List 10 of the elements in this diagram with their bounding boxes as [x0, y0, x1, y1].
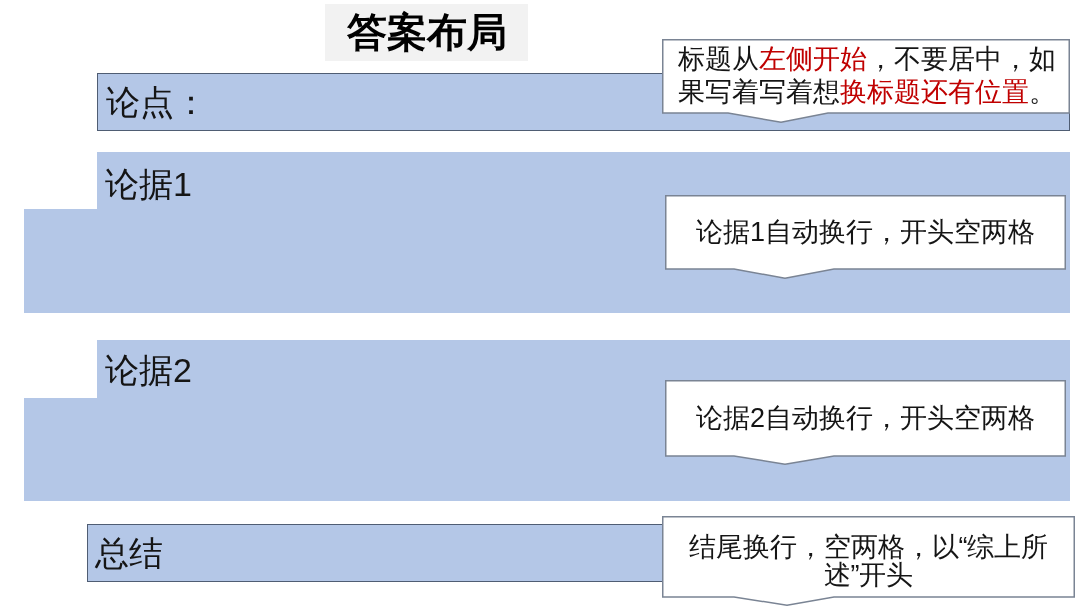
section-heading: 总结 — [95, 534, 163, 572]
section-heading: 论点： — [106, 83, 208, 121]
callout-bubble: 论据1自动换行，开头空两格 — [665, 195, 1066, 279]
section-heading: 论据2 — [105, 351, 192, 389]
callout-bubble: 结尾换行，空两格，以“综上所述”开头 — [662, 516, 1075, 606]
title: 答案布局 — [325, 4, 528, 61]
callout-bubble: 论据2自动换行，开头空两格 — [665, 380, 1066, 465]
section-heading: 论据1 — [105, 165, 192, 203]
section-band — [87, 524, 663, 582]
callout-bubble: 标题从左侧开始，不要居中，如果写着写着想换标题还有位置。 — [662, 39, 1070, 123]
